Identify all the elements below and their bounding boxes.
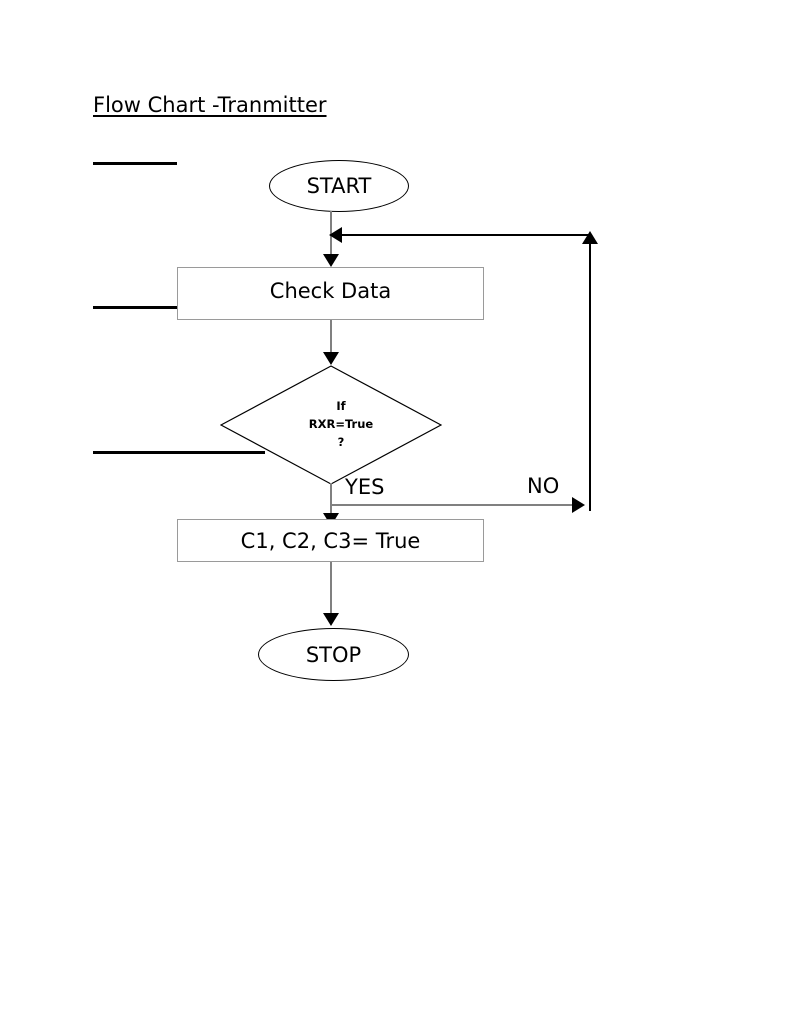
- leader-line-3: [93, 451, 265, 454]
- leader-line-1: [93, 162, 177, 165]
- connector-set-to-stop: [330, 562, 332, 620]
- decision-line-1: If: [336, 399, 346, 414]
- flow-node-start[interactable]: START: [269, 160, 409, 212]
- flow-node-check-data[interactable]: Check Data: [177, 267, 484, 320]
- leader-line-2: [93, 306, 178, 309]
- arrowhead-no-branch: [572, 497, 585, 513]
- flow-node-decision[interactable]: If RXR=True ?: [220, 365, 442, 485]
- page-title: Flow Chart -Tranmitter: [93, 93, 327, 117]
- arrowhead-loop-up: [582, 231, 598, 244]
- arrowhead-check-to-decision: [323, 352, 339, 365]
- connector-check-to-decision: [330, 320, 332, 362]
- connector-loop-vertical: [589, 243, 591, 511]
- arrowhead-set-to-stop: [323, 613, 339, 626]
- flow-node-set-true[interactable]: C1, C2, C3= True: [177, 519, 484, 562]
- connector-yes-branch: [330, 483, 332, 519]
- connector-loop-horizontal: [340, 234, 590, 236]
- decision-line-2: RXR=True: [308, 417, 374, 432]
- flow-node-stop-label: STOP: [305, 642, 362, 667]
- flow-node-decision-text: If RXR=True ?: [220, 365, 442, 485]
- connector-no-branch: [331, 504, 576, 506]
- edge-label-no: NO: [527, 474, 560, 498]
- flow-node-start-label: START: [306, 174, 372, 198]
- flow-node-stop[interactable]: STOP: [258, 628, 409, 681]
- edge-label-yes: YES: [345, 475, 385, 499]
- decision-line-3: ?: [337, 434, 345, 449]
- arrowhead-start-to-check: [323, 254, 339, 267]
- flow-node-set-true-label: C1, C2, C3= True: [240, 528, 421, 553]
- flow-node-check-data-label: Check Data: [269, 278, 392, 303]
- arrowhead-loop-left: [329, 227, 342, 243]
